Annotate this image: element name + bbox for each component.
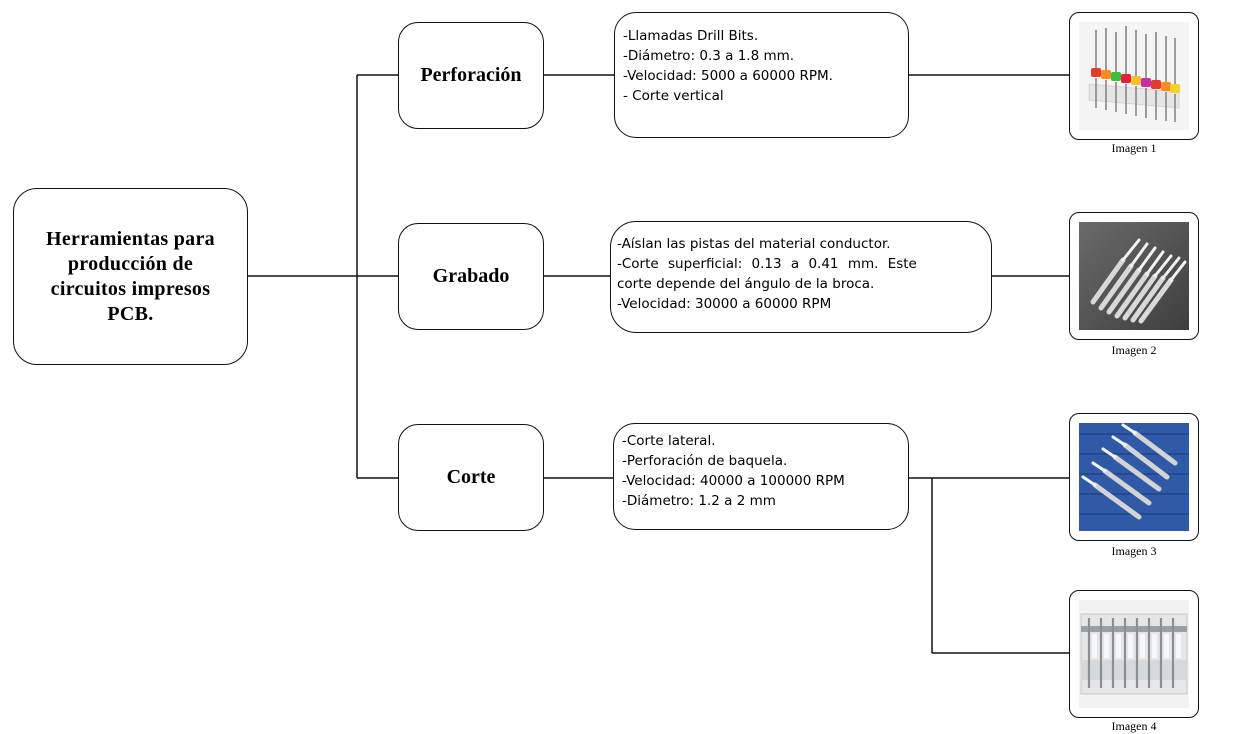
drill-bits-set-icon bbox=[1079, 22, 1189, 130]
category-node-corte: Corte bbox=[398, 424, 544, 531]
description-line: -Velocidad: 30000 a 60000 RPM bbox=[617, 296, 832, 312]
category-label: Grabado bbox=[432, 265, 510, 287]
description-node-grabado: -Aíslan las pistas del material conducto… bbox=[610, 221, 992, 333]
image-caption-1: Imagen 1 bbox=[1111, 141, 1157, 155]
image-frame-3 bbox=[1069, 413, 1199, 541]
description-line: -Perforación de baquela. bbox=[622, 453, 788, 469]
root-title: Herramientas para producción de circuito… bbox=[46, 227, 215, 325]
image-frame-4 bbox=[1069, 590, 1199, 718]
image-caption-2: Imagen 2 bbox=[1111, 343, 1157, 357]
category-node-perforacion: Perforación bbox=[398, 22, 544, 129]
description-line: corte depende del ángulo de la broca. bbox=[617, 276, 875, 292]
root-node: Herramientas para producción de circuito… bbox=[13, 188, 248, 365]
category-label: Corte bbox=[446, 466, 496, 488]
image-caption-4: Imagen 4 bbox=[1111, 719, 1157, 733]
description-node-corte: -Corte lateral. -Perforación de baquela.… bbox=[613, 423, 909, 530]
description-line: -Velocidad: 5000 a 60000 RPM. bbox=[623, 68, 833, 84]
cutting-bits-on-blue-icon bbox=[1079, 423, 1189, 531]
description-line: -Diámetro: 1.2 a 2 mm bbox=[622, 493, 776, 509]
image-frame-1 bbox=[1069, 12, 1199, 140]
description-line: -Diámetro: 0.3 a 1.8 mm. bbox=[623, 48, 795, 64]
engraving-bits-icon bbox=[1079, 222, 1189, 330]
image-frame-2 bbox=[1069, 212, 1199, 340]
description-line: -Llamadas Drill Bits. bbox=[623, 28, 759, 44]
description-line: -Corte lateral. bbox=[622, 433, 716, 449]
image-caption-3: Imagen 3 bbox=[1111, 544, 1157, 558]
bits-in-case-icon bbox=[1079, 600, 1189, 708]
description-line: -Velocidad: 40000 a 100000 RPM bbox=[622, 473, 845, 489]
description-node-perforacion: -Llamadas Drill Bits. -Diámetro: 0.3 a 1… bbox=[614, 12, 909, 138]
category-label: Perforación bbox=[420, 64, 522, 86]
description-line: - Corte vertical bbox=[623, 88, 724, 104]
category-node-grabado: Grabado bbox=[398, 223, 544, 330]
description-line: -Corte superficial: 0.13 a 0.41 mm. Este bbox=[617, 256, 917, 272]
description-line: -Aíslan las pistas del material conducto… bbox=[617, 236, 891, 252]
